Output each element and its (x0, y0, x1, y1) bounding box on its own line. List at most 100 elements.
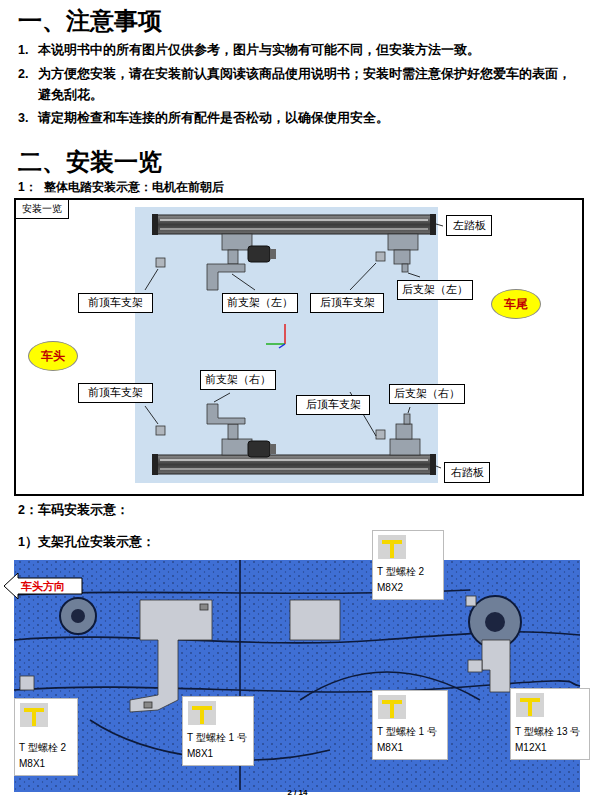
right-running-board-part (152, 454, 158, 475)
note-text: 本说明书中的所有图片仅供参考，图片与实物有可能不同，但安装方法一致。 (38, 40, 583, 61)
leader-lines-part (408, 273, 420, 277)
bolt-name: T 型螺栓 2 (19, 740, 73, 756)
bolt-size: M8X2 (377, 580, 439, 596)
part-name: 前顶车支架 (88, 296, 143, 310)
bolt-name: T 型螺栓 1 号 (187, 730, 249, 746)
note-text: 为方便您安装，请在安装前认真阅读该商品使用说明书；安装时需注意保护好您爱车的表面… (38, 64, 583, 106)
section-heading: 二、安装一览 (18, 143, 162, 181)
bolt-shank (390, 544, 394, 558)
middle-bracket-plate-part (290, 600, 340, 640)
bolt-callout-box: T 型螺栓 2M8X1 (14, 698, 78, 776)
bolt-size: M12X1 (515, 740, 585, 756)
underbody-photo (14, 560, 580, 792)
right-running-board-part (160, 459, 428, 461)
render-background (135, 207, 438, 483)
hub-left-part (60, 598, 96, 634)
sub-heading: 1）支架孔位安装示意： (18, 532, 155, 552)
arrow-shape (4, 573, 82, 599)
direction-text: 车头 (41, 348, 65, 365)
left-rear-bracket-part (402, 264, 408, 272)
bolt-head (382, 540, 402, 544)
front-roof-part-left (156, 258, 165, 267)
front-bracket-plate-part (200, 604, 208, 610)
right-rear-bracket-part (390, 439, 420, 455)
bolt-callout-box: T 型螺栓 2M8X2 (372, 530, 444, 600)
sub-number: 1： (18, 178, 37, 197)
leader-lines-part (436, 466, 441, 468)
front-bracket-plate-part (144, 702, 152, 708)
icon-ground (516, 693, 544, 717)
bolt-head (382, 700, 402, 704)
bolt-icon (20, 703, 48, 727)
leader-lines-part (408, 407, 410, 413)
note-text: 请定期检查和车连接的所有配件是否松动，以确保使用安全。 (38, 108, 583, 129)
bolt-shank (32, 712, 36, 726)
left-motor-part (248, 246, 270, 262)
bolt-callout-box: T 型螺栓 1 号M8X1 (182, 696, 254, 766)
leader-lines-part (214, 393, 230, 402)
part-name: 后支架（左） (402, 283, 468, 297)
part-name: 前顶车支架 (88, 386, 143, 400)
bolt-name: T 型螺栓 2 (377, 564, 439, 580)
direction-arrow-callout: 车头方向 (3, 572, 83, 600)
direction-text: 车头方向 (21, 579, 65, 594)
body-contours (14, 560, 580, 790)
right-front-bracket (207, 404, 252, 455)
part-name: 右踏板 (451, 466, 484, 480)
hub-right-part (485, 612, 505, 632)
right-rear-bracket (390, 414, 420, 455)
hub-left-part (71, 609, 85, 623)
direction-badge: 车头 (28, 341, 78, 371)
leader-lines-part (145, 269, 158, 290)
part-label-box: 前支架（左） (222, 293, 298, 313)
right-motor (248, 441, 276, 457)
middle-bracket-plate (290, 600, 340, 640)
bolt-shank (390, 704, 394, 718)
leader-lines-part (436, 224, 443, 226)
bolt-name: T 型螺栓 1 号 (377, 724, 443, 740)
left-rear-bracket (388, 234, 418, 272)
left-running-board-part (155, 215, 433, 234)
left-running-board-part (160, 219, 428, 221)
hub-left (60, 598, 96, 634)
part-name: 前支架（右） (205, 373, 271, 387)
bolt-icon (378, 695, 406, 719)
icon-ground (188, 701, 216, 725)
left-motor (248, 246, 276, 262)
sub-heading: 2：车码安装示意： (18, 500, 129, 520)
left-front-bracket-part (228, 250, 238, 264)
frame-tab-label: 安装一览 (16, 200, 69, 219)
sub-heading: 整体电踏安装示意：电机在前朝后 (44, 178, 224, 197)
part-label-box: 前顶车支架 (78, 383, 153, 403)
left-front-bracket (207, 234, 252, 290)
rear-roof-part-right (376, 430, 385, 439)
right-rear-bracket-part (396, 424, 412, 439)
axis-gizmo-part (284, 324, 286, 344)
bolt-icon (378, 535, 406, 559)
leader-lines-part (145, 406, 158, 424)
direction-text: 车尾 (504, 296, 528, 313)
leader-lines-part (232, 274, 255, 290)
bolt-head (520, 698, 540, 702)
section-heading: 一、注意事项 (18, 2, 162, 40)
icon-ground (378, 535, 406, 559)
part-label-box: 后顶车支架 (310, 293, 384, 313)
part-label-box: 左踏板 (446, 215, 492, 236)
bolt-shank (528, 702, 532, 716)
part-name: 左踏板 (453, 219, 486, 233)
overview-illustration (135, 207, 443, 483)
rear-bracket-plate-part (468, 660, 482, 672)
part-label-box: 前顶车支架 (78, 293, 153, 313)
axis-gizmo-part (266, 343, 285, 345)
left-running-board-part (160, 228, 428, 230)
bolt-icon (516, 693, 544, 717)
left-motor-part (270, 249, 276, 259)
rear-bracket-plate (468, 640, 510, 692)
right-motor-part (248, 441, 270, 457)
right-front-bracket-part (207, 404, 245, 424)
left-running-board-part (430, 214, 436, 235)
part-name: 后顶车支架 (320, 296, 375, 310)
direction-badge: 车尾 (491, 289, 541, 319)
leader-lines (145, 224, 443, 468)
